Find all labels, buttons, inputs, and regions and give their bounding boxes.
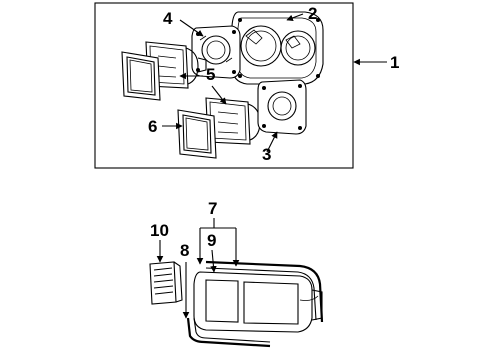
lamp-retaining-ring-upper: [121, 51, 161, 101]
lamp-retaining-ring-lower: [177, 109, 217, 159]
callout-6: 6: [148, 117, 157, 136]
callout-8: 8: [180, 241, 189, 260]
callout-5: 5: [206, 65, 215, 84]
side-marker-lamp: [149, 261, 183, 305]
leader-lines: [156, 13, 387, 319]
headlamp-door-moulding-lower: [186, 317, 271, 348]
headlamp-assembly-frame: [94, 2, 354, 169]
callout-9: 9: [207, 231, 216, 250]
callout-1: 1: [390, 53, 399, 72]
callout-7: 7: [208, 199, 217, 218]
headlamp-mounting-bracket-lower: [257, 79, 307, 135]
headlamp-housing-double: [231, 11, 324, 85]
callout-4: 4: [163, 9, 173, 28]
callout-3: 3: [262, 145, 271, 164]
callout-10: 10: [150, 221, 169, 240]
headlamp-door-moulding-upper: [205, 260, 324, 323]
front-end-panel: [193, 271, 323, 333]
callout-2: 2: [308, 4, 317, 23]
